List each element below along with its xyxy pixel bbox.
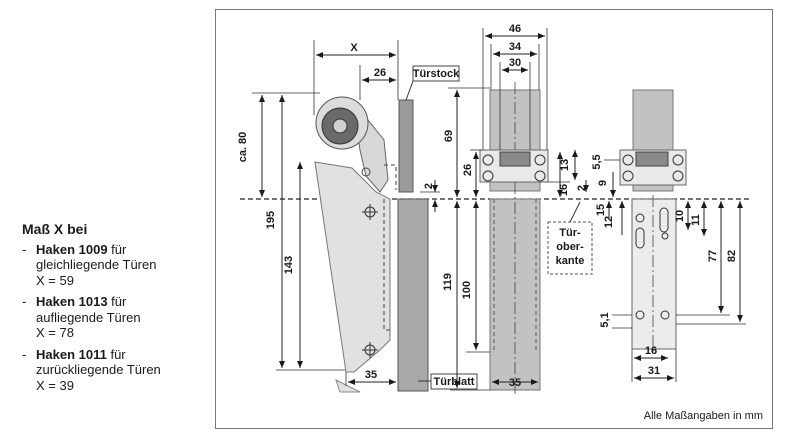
legend-item-1011: - Haken 1011 für zurückliegende Türen X …	[22, 347, 212, 394]
dim-26-top: 26	[374, 67, 386, 79]
dim-5-5: 5,5	[591, 154, 603, 169]
legend-item-desc2: zurückliegende Türen	[36, 362, 161, 377]
dim-35-mid: 35	[509, 377, 521, 389]
legend-dash: -	[22, 294, 27, 309]
dim-34: 34	[509, 41, 522, 53]
dim-30: 30	[509, 57, 521, 69]
dim-69: 69	[443, 130, 455, 142]
dim-13: 13	[559, 159, 571, 171]
legend-title: Maß X bei	[22, 221, 88, 237]
dim-11: 11	[690, 214, 702, 226]
legend-item-desc: für	[106, 346, 126, 362]
dim-ca-80: ca. 80	[237, 132, 249, 163]
right-view: 5,5 9 15 12 10 11 77 82 5,1 16 31	[591, 89, 746, 382]
legend-dash: -	[22, 241, 27, 257]
dim-5-1: 5,1	[599, 312, 611, 327]
dim-82: 82	[726, 250, 738, 262]
label-tuer-oberkante-3: kante	[556, 255, 585, 267]
dim-16-bottom: 16	[645, 345, 657, 357]
legend-item-desc: für	[107, 241, 127, 257]
legend-item-name: Haken 1013	[36, 294, 108, 309]
dim-35-left: 35	[365, 369, 377, 381]
legend-item-desc: für	[107, 294, 127, 309]
front-view: 46 34 30 69 26 16 13 2 119 100 35	[442, 23, 593, 395]
label-tuerblatt: Türblatt	[434, 376, 475, 388]
dim-143: 143	[283, 256, 295, 274]
dim-12: 12	[603, 216, 615, 228]
door-frame-shape	[398, 99, 414, 193]
holder-body-shape	[314, 161, 391, 373]
dim-9: 9	[597, 180, 609, 186]
roller-axle-shape	[332, 118, 348, 134]
dim-10: 10	[674, 210, 686, 222]
label-box	[412, 65, 460, 82]
dim-2-left: 2	[423, 183, 435, 189]
pivot-hole-shape	[361, 167, 371, 177]
dim-100: 100	[461, 281, 473, 299]
dim-119: 119	[442, 273, 454, 291]
label-tuer-oberkante-1: Tür-	[559, 227, 581, 239]
legend-item-desc2: gleichliegende Türen	[36, 257, 157, 272]
legend-item-name: Haken 1011	[36, 346, 107, 362]
legend-item-desc2: aufliegende Türen	[36, 309, 141, 325]
dim-31: 31	[648, 365, 660, 377]
door-leaf-shape	[397, 198, 429, 392]
units-note: Alle Maßangaben in mm	[643, 410, 763, 422]
legend-item-name: Haken 1009	[36, 241, 108, 257]
label-box	[547, 221, 593, 275]
label-tuer-oberkante-2: ober-	[556, 241, 584, 253]
legend-item-1009: - Haken 1009 für gleichliegende Türen X …	[22, 242, 212, 289]
legend: Maß X bei - Haken 1009 für gleichliegend…	[22, 221, 212, 399]
dim-x: X	[350, 42, 358, 54]
legend-item-1013: - Haken 1013 für aufliegende Türen X = 7…	[22, 294, 212, 341]
drawing-frame	[215, 9, 773, 429]
dim-26-mid: 26	[462, 164, 474, 176]
dim-46: 46	[509, 23, 521, 35]
legend-item-value: X = 59	[36, 272, 74, 288]
legend-dash: -	[22, 346, 27, 362]
dim-195: 195	[265, 211, 277, 229]
dim-16: 16	[558, 184, 570, 196]
legend-item-value: X = 39	[36, 377, 74, 393]
dim-15: 15	[595, 204, 607, 216]
dim-77: 77	[707, 250, 719, 262]
holder-foot-shape	[335, 379, 361, 393]
right-holder-shape	[631, 198, 677, 350]
dim-2-mid: 2	[576, 185, 588, 191]
legend-item-value: X = 78	[36, 325, 74, 340]
side-view: X 26 Türstock ca. 80 195 143 2 35 Türbla…	[237, 40, 478, 393]
label-tuerstock: Türstock	[413, 68, 460, 80]
